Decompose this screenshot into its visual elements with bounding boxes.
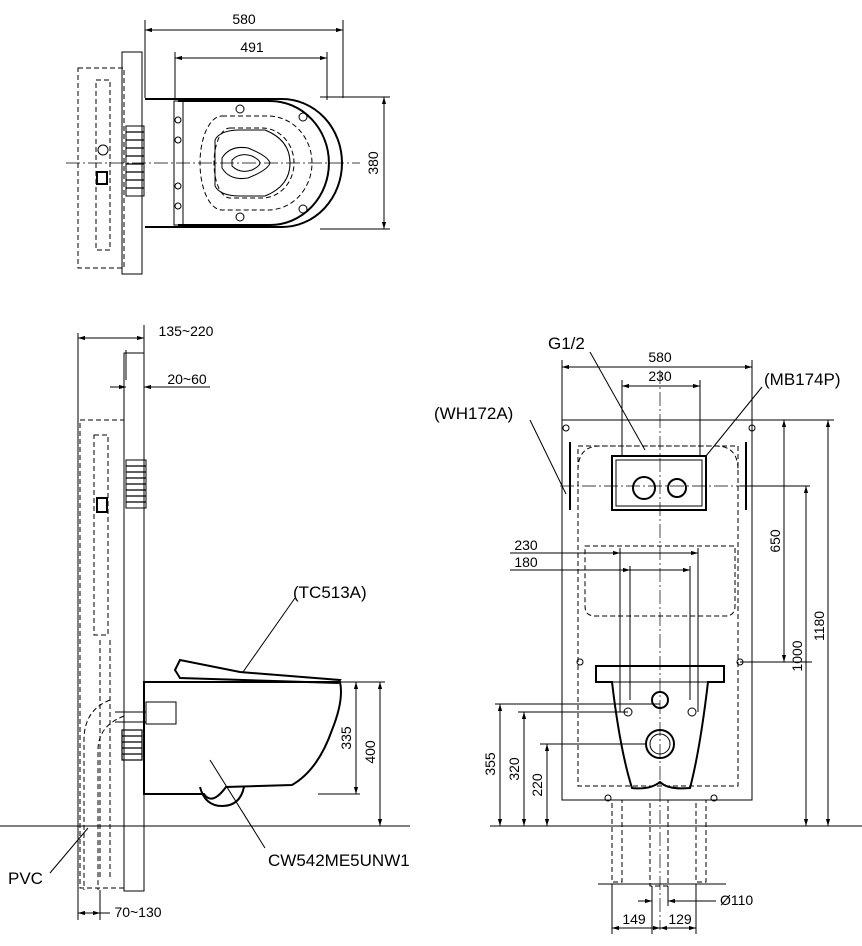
dim-70-130: 70~130	[114, 904, 161, 920]
dim-355: 355	[482, 752, 498, 776]
front-view: 580 230 230 180 1180 1000 650 355 320 22…	[434, 334, 862, 934]
side-view: 135~220 20~60	[0, 323, 410, 920]
dim-580-front: 580	[648, 349, 672, 365]
front-bowl-outline	[595, 665, 725, 790]
side-grille	[125, 459, 147, 509]
dim-380: 380	[365, 151, 381, 175]
label-flush-plate: (MB174P)	[764, 370, 841, 389]
label-seat: (TC513A)	[293, 583, 367, 602]
dim-335: 335	[338, 726, 354, 750]
flush-button-large	[632, 476, 656, 500]
dim-1000: 1000	[789, 640, 805, 671]
dim-491: 491	[240, 39, 264, 55]
dim-1180: 1180	[811, 611, 827, 641]
dim-149: 149	[622, 911, 646, 927]
label-pvc: PVC	[8, 869, 43, 888]
dim-580-top: 580	[232, 11, 256, 27]
top-view: 580 491 380	[66, 11, 390, 275]
front-flush-plate	[611, 455, 707, 511]
front-frame	[561, 419, 753, 801]
dim-400: 400	[362, 740, 378, 764]
label-inlet: G1/2	[548, 334, 585, 353]
dim-20-60: 20~60	[167, 371, 207, 387]
dim-230-plate: 230	[648, 368, 672, 384]
dim-230-bolt: 230	[514, 537, 538, 553]
label-frame: (WH172A)	[434, 404, 513, 423]
flush-button-small	[667, 478, 687, 498]
top-grille	[125, 125, 145, 197]
dim-650: 650	[767, 529, 783, 553]
side-wall-panel	[123, 352, 145, 892]
dim-320: 320	[506, 757, 522, 781]
side-pvc-pipe	[83, 699, 111, 890]
side-seat	[173, 658, 342, 685]
dim-110: Ø110	[720, 892, 753, 908]
label-bowl-model: CW542ME5UNW1	[268, 851, 410, 870]
dim-135-220: 135~220	[159, 323, 214, 339]
side-bowl-outline	[143, 681, 342, 800]
dim-129: 129	[668, 911, 692, 927]
dim-220: 220	[529, 773, 545, 797]
dim-180-bolt: 180	[514, 554, 538, 570]
